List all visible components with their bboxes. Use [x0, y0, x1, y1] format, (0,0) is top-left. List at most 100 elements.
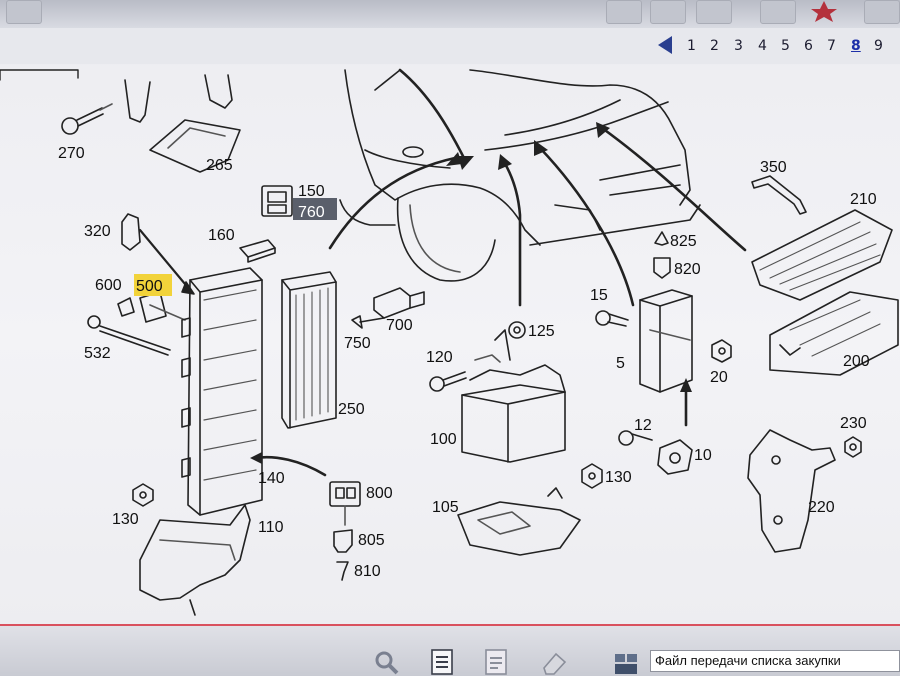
label-part-750: 750 — [344, 335, 371, 352]
part-220-bracket — [747, 429, 836, 553]
label-part-5: 5 — [616, 355, 625, 372]
label-part-140: 140 — [258, 470, 285, 487]
part-825-pin — [654, 231, 669, 246]
label-part-700: 700 — [386, 317, 413, 334]
part-210-cover — [751, 209, 893, 301]
part-500-relay — [117, 291, 186, 323]
page-link-1[interactable]: 1 — [687, 38, 696, 54]
label-part-130-left: 130 — [112, 511, 139, 528]
label-part-760: 760 — [298, 204, 325, 221]
part-805-plug — [333, 529, 353, 553]
part-12-screw — [618, 430, 653, 446]
page-link-6[interactable]: 6 — [804, 38, 813, 54]
label-part-110: 110 — [258, 519, 284, 536]
label-part-270: 270 — [58, 145, 85, 162]
label-part-130-right: 130 — [605, 469, 632, 486]
part-160-clip — [239, 239, 276, 263]
label-part-105: 105 — [432, 499, 459, 516]
parts-exploded-diagram: 270 265 150 760 160 320 600 500 532 750 … — [0, 68, 899, 616]
label-part-800: 800 — [366, 485, 393, 502]
part-125-washer — [508, 321, 526, 339]
top-toolbar-strip — [0, 0, 900, 28]
part-270-screw — [61, 103, 113, 135]
page-link-8-current[interactable]: 8 — [851, 38, 861, 54]
page-link-9[interactable]: 9 — [874, 38, 883, 54]
page-link-2[interactable]: 2 — [710, 38, 719, 54]
part-number-labels: 270 265 150 760 160 320 600 500 532 750 … — [58, 145, 877, 580]
part-230-nut — [844, 436, 862, 458]
transfer-file-status-field: Файл передачи списка закупки — [650, 650, 900, 672]
toolbar-button[interactable] — [6, 0, 42, 24]
part-130-nut-left — [132, 483, 154, 507]
label-part-500: 500 — [136, 278, 163, 295]
label-part-12: 12 — [634, 417, 652, 434]
part-200-fuse-carrier — [769, 291, 899, 376]
part-10-clip — [657, 439, 693, 475]
part-5-control-module — [639, 289, 693, 393]
part-350-strap — [751, 175, 807, 215]
part-110-bracket — [139, 504, 251, 616]
previous-page-arrow-icon[interactable] — [658, 36, 672, 54]
label-highlight-yellow — [134, 274, 172, 296]
assembly-arrows — [253, 68, 747, 477]
document-icon[interactable] — [482, 648, 510, 676]
label-part-15: 15 — [590, 287, 608, 304]
label-part-350: 350 — [760, 159, 787, 176]
parts-diagram-area: 270 265 150 760 160 320 600 500 532 750 … — [0, 64, 900, 624]
part-20-nut — [711, 339, 732, 363]
part-140-fuse-box — [181, 267, 263, 516]
part-820-plug — [653, 257, 671, 279]
label-highlight-gray — [293, 198, 337, 220]
document-list-icon[interactable] — [428, 648, 456, 676]
part-532-cable-tie — [87, 315, 171, 356]
part-15-screw — [595, 310, 629, 327]
label-part-125: 125 — [528, 323, 555, 340]
toolbar-button[interactable] — [760, 0, 796, 24]
label-part-825: 825 — [670, 233, 697, 250]
part-250-relay-module — [281, 271, 337, 429]
toolbar-button[interactable] — [696, 0, 732, 24]
star-icon[interactable] — [808, 0, 840, 22]
label-part-200: 200 — [843, 353, 870, 370]
label-part-230: 230 — [840, 415, 867, 432]
page-navigation-bar — [0, 28, 900, 64]
page-link-3[interactable]: 3 — [734, 38, 743, 54]
label-part-10: 10 — [694, 447, 712, 464]
search-icon[interactable] — [372, 648, 400, 676]
divider-line — [0, 624, 900, 626]
part-120-bolt — [429, 371, 467, 392]
label-part-810: 810 — [354, 563, 381, 580]
part-800-connector — [329, 481, 361, 526]
part-100-unit — [461, 329, 566, 463]
label-part-820: 820 — [674, 261, 701, 278]
label-part-210: 210 — [850, 191, 877, 208]
part-700-sensor — [351, 287, 425, 329]
label-part-220: 220 — [808, 499, 835, 516]
label-part-265: 265 — [206, 157, 233, 174]
arrow-heads — [250, 122, 692, 464]
label-part-20: 20 — [710, 369, 728, 386]
label-part-600: 600 — [95, 277, 122, 294]
label-part-150: 150 — [298, 183, 325, 200]
part-265-bracket — [124, 74, 241, 173]
label-part-250: 250 — [338, 401, 365, 418]
part-810-pin — [336, 561, 349, 581]
cart-transfer-icon[interactable] — [612, 648, 640, 676]
part-105-tray — [457, 487, 581, 556]
toolbar-button[interactable] — [650, 0, 686, 24]
part-150-connector — [261, 185, 293, 217]
page-link-4[interactable]: 4 — [758, 38, 767, 54]
label-part-805: 805 — [358, 532, 385, 549]
part-130-nut-right — [581, 463, 603, 489]
eraser-icon[interactable] — [540, 648, 568, 676]
page-link-7[interactable]: 7 — [827, 38, 836, 54]
toolbar-button[interactable] — [864, 0, 900, 24]
label-part-320: 320 — [84, 223, 111, 240]
label-part-532: 532 — [84, 345, 111, 362]
label-part-160: 160 — [208, 227, 235, 244]
label-part-100: 100 — [430, 431, 457, 448]
label-part-120: 120 — [426, 349, 453, 366]
toolbar-button[interactable] — [606, 0, 642, 24]
page-link-5[interactable]: 5 — [781, 38, 790, 54]
